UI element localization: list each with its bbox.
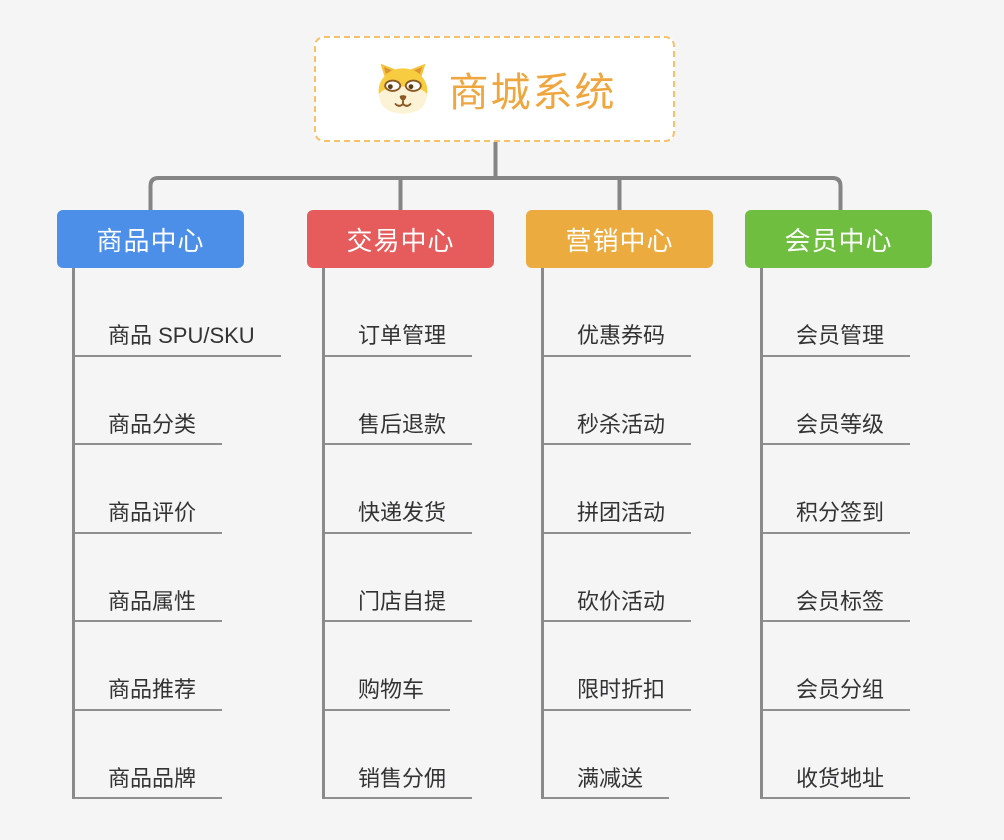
tree-node-coupon-code[interactable]: 优惠券码	[544, 268, 713, 357]
node-label: 秒杀活动	[544, 411, 692, 445]
node-label: 商品属性	[75, 588, 223, 622]
node-label: 满减送	[544, 765, 670, 799]
tree-node-product-attribute[interactable]: 商品属性	[75, 534, 244, 622]
node-label: 商品品牌	[75, 765, 223, 799]
tree-node-product-brand[interactable]: 商品品牌	[75, 711, 244, 799]
tree-node-order-management[interactable]: 订单管理	[325, 268, 494, 357]
tree-node-member-management[interactable]: 会员管理	[763, 268, 932, 357]
branch-item-list: 优惠券码 秒杀活动 拼团活动 砍价活动 限时折扣 满减送	[541, 268, 713, 799]
root-title: 商城系统	[448, 71, 617, 115]
node-label: 门店自提	[325, 588, 473, 622]
node-label: 商品推荐	[75, 676, 223, 711]
node-label: 商品分类	[75, 411, 223, 445]
node-label: 售后退款	[325, 411, 473, 445]
node-label: 砍价活动	[544, 588, 692, 622]
dog-face-icon	[373, 61, 433, 117]
node-label: 会员分组	[763, 676, 911, 711]
tree-node-product-recommend[interactable]: 商品推荐	[75, 622, 244, 711]
node-label: 商品评价	[75, 499, 223, 534]
tree-node-member-level[interactable]: 会员等级	[763, 357, 932, 445]
node-label: 拼团活动	[544, 499, 692, 534]
branch-marketing-center: 营销中心 优惠券码 秒杀活动 拼团活动 砍价活动 限时折扣 满减送	[526, 210, 713, 799]
tree-node-bargain-activity[interactable]: 砍价活动	[544, 534, 713, 622]
tree-node-shipping-address[interactable]: 收货地址	[763, 711, 932, 799]
tree-node-member-group[interactable]: 会员分组	[763, 622, 932, 711]
branch-header-product-center[interactable]: 商品中心	[57, 210, 244, 268]
branch-item-list: 会员管理 会员等级 积分签到 会员标签 会员分组 收货地址	[760, 268, 932, 799]
tree-node-spend-save[interactable]: 满减送	[544, 711, 713, 799]
tree-node-limited-time-discount[interactable]: 限时折扣	[544, 622, 713, 711]
tree-node-aftersale-refund[interactable]: 售后退款	[325, 357, 494, 445]
node-label: 积分签到	[763, 499, 911, 534]
node-label: 购物车	[325, 676, 451, 711]
tree-node-flash-sale[interactable]: 秒杀活动	[544, 357, 713, 445]
node-label: 订单管理	[325, 322, 473, 357]
node-label: 收货地址	[763, 765, 911, 799]
node-label: 商品 SPU/SKU	[75, 322, 281, 357]
tree-node-points-checkin[interactable]: 积分签到	[763, 445, 932, 534]
tree-node-product-review[interactable]: 商品评价	[75, 445, 244, 534]
tree-node-group-buy[interactable]: 拼团活动	[544, 445, 713, 534]
node-label: 快递发货	[325, 499, 473, 534]
tree-node-member-tag[interactable]: 会员标签	[763, 534, 932, 622]
tree-node-product-category[interactable]: 商品分类	[75, 357, 244, 445]
tree-node-store-pickup[interactable]: 门店自提	[325, 534, 494, 622]
tree-node-shopping-cart[interactable]: 购物车	[325, 622, 494, 711]
node-label: 销售分佣	[325, 765, 473, 799]
tree-node-express-shipping[interactable]: 快递发货	[325, 445, 494, 534]
tree-node-product-spu-sku[interactable]: 商品 SPU/SKU	[75, 268, 281, 357]
branch-product-center: 商品中心 商品 SPU/SKU 商品分类 商品评价 商品属性 商品推荐 商品品牌	[57, 210, 281, 799]
branch-member-center: 会员中心 会员管理 会员等级 积分签到 会员标签 会员分组 收货地址	[745, 210, 932, 799]
branch-item-list: 商品 SPU/SKU 商品分类 商品评价 商品属性 商品推荐 商品品牌	[72, 268, 281, 799]
branch-header-trade-center[interactable]: 交易中心	[307, 210, 494, 268]
branch-header-marketing-center[interactable]: 营销中心	[526, 210, 713, 268]
node-label: 会员等级	[763, 411, 911, 445]
node-label: 限时折扣	[544, 676, 692, 711]
tree-node-sales-commission[interactable]: 销售分佣	[325, 711, 494, 799]
node-label: 优惠券码	[544, 322, 692, 357]
branch-item-list: 订单管理 售后退款 快递发货 门店自提 购物车 销售分佣	[322, 268, 494, 799]
branch-trade-center: 交易中心 订单管理 售后退款 快递发货 门店自提 购物车 销售分佣	[307, 210, 494, 799]
branch-header-member-center[interactable]: 会员中心	[745, 210, 932, 268]
node-label: 会员管理	[763, 322, 911, 357]
root-node[interactable]: 商城系统	[314, 36, 675, 142]
node-label: 会员标签	[763, 588, 911, 622]
